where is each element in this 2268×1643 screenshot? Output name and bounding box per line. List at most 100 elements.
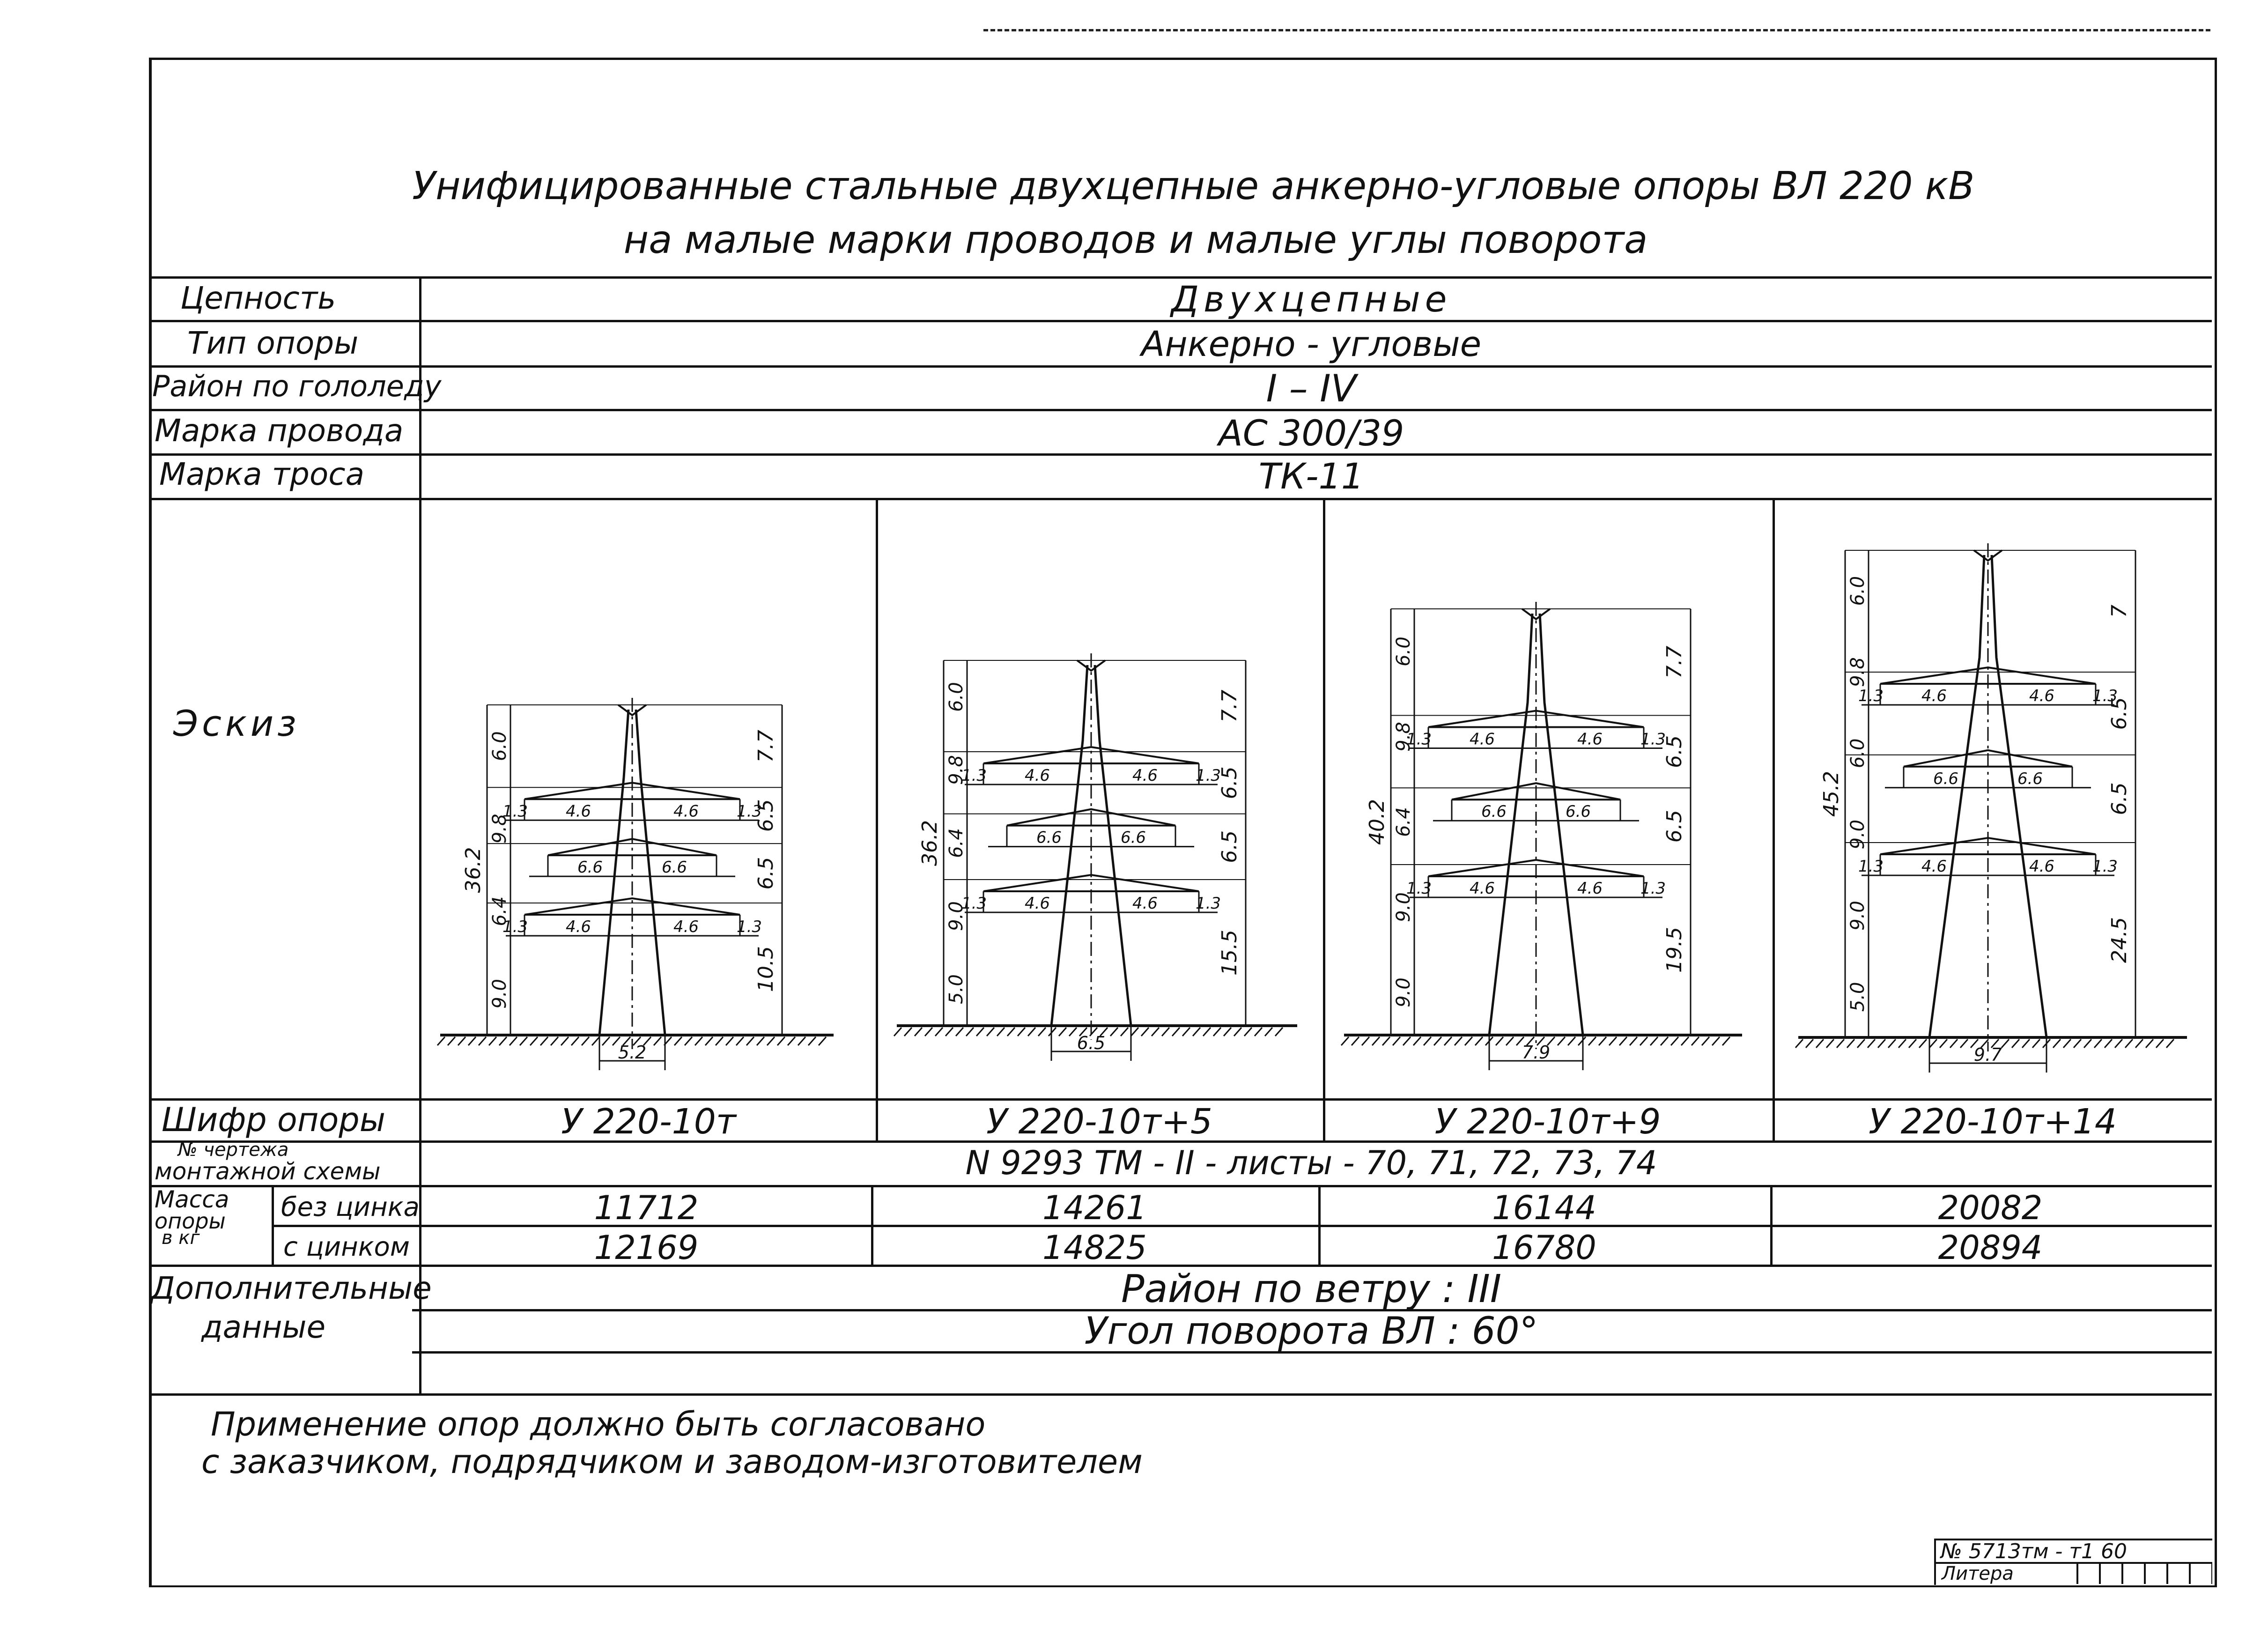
ground-hatch [1980, 1039, 1989, 1048]
ground-hatch [467, 1036, 477, 1046]
ground-hatch [1846, 1039, 1855, 1048]
column-divider [1323, 498, 1325, 1140]
left-dimension: 6.0 [1847, 739, 1869, 769]
ground-hatch [1908, 1039, 1917, 1048]
ground-hatch [1670, 1036, 1679, 1046]
arm-dimension: 6.6 [1566, 802, 1591, 821]
ground-hatch [509, 1036, 518, 1046]
arm-dimension: 6.6 [1481, 802, 1507, 821]
crossarm-brace [1880, 666, 2096, 685]
left-dimension: 9.0 [1847, 901, 1869, 931]
table-rule [149, 276, 2212, 279]
ground-hatch [1505, 1036, 1514, 1046]
ground-hatch [684, 1036, 693, 1046]
left-dimension: 6.0 [1847, 576, 1869, 606]
ground-hatch [1151, 1027, 1160, 1036]
ground-hatch [2083, 1039, 2092, 1048]
ground-hatch [436, 1036, 446, 1046]
ground-hatch [622, 1036, 631, 1046]
base-dimension: 6.5 [1077, 1033, 1105, 1053]
ground-hatch [2073, 1039, 2082, 1048]
ground-hatch [529, 1036, 539, 1046]
ground-hatch [1017, 1027, 1026, 1036]
arm-dimension: 4.6 [1132, 766, 1158, 785]
ground-hatch [903, 1027, 913, 1036]
label-wire: Марка провода [155, 413, 404, 449]
ground-hatch [1721, 1036, 1731, 1046]
label-mass-3: в кг [162, 1227, 200, 1249]
ground-hatch [498, 1036, 508, 1046]
ground-hatch [673, 1036, 683, 1046]
ground-hatch [1795, 1039, 1804, 1048]
ground-hatch [1233, 1027, 1242, 1036]
ground-hatch [1680, 1036, 1690, 1046]
right-dimension: 6.5 [1218, 830, 1241, 863]
ground-hatch [766, 1036, 776, 1046]
ground-hatch [1711, 1036, 1721, 1046]
ground-hatch [581, 1036, 590, 1046]
ground-hatch [1412, 1036, 1422, 1046]
height-dimension: 45.2 [1819, 771, 1843, 817]
height-dimension: 40.2 [1365, 799, 1389, 845]
ground-hatch [1264, 1027, 1273, 1036]
ground-hatch [632, 1036, 642, 1046]
value-type: Анкерно - угловые [1141, 324, 1482, 364]
ground-hatch [945, 1027, 954, 1036]
arm-dimension: 4.6 [566, 802, 591, 821]
table-rule [149, 1393, 2212, 1396]
table-rule [272, 1225, 2212, 1227]
ground-hatch [601, 1036, 611, 1046]
arm-dimension: 4.6 [1470, 879, 1495, 898]
tower-leg [1990, 555, 2048, 1038]
right-dimension: 7 [2107, 605, 2131, 618]
ground-hatch [2135, 1039, 2144, 1048]
arm-dimension: 1.3 [502, 918, 528, 936]
ground-hatch [1836, 1039, 1845, 1048]
base-dimension: 9.7 [1974, 1044, 2002, 1065]
ground-hatch [1161, 1027, 1170, 1036]
left-dimension: 5.0 [946, 974, 967, 1004]
tower-peak [617, 704, 647, 717]
ground-hatch [1639, 1036, 1648, 1046]
arm-dimension: 1.3 [1406, 879, 1432, 898]
ground-hatch [2011, 1039, 2020, 1048]
ground-hatch [457, 1036, 466, 1046]
ground-hatch [488, 1036, 497, 1046]
label-sketch: Эскиз [173, 703, 300, 744]
tower-leg [1050, 665, 1089, 1026]
ground-hatch [1649, 1036, 1659, 1046]
label-zinc: с цинком [283, 1232, 410, 1262]
ground-hatch [1340, 1036, 1350, 1046]
ground-hatch [735, 1036, 745, 1046]
mass-zinc: 12169 [594, 1229, 699, 1267]
ground-hatch [2114, 1039, 2123, 1048]
left-dimension: 9.8 [1393, 722, 1414, 752]
ground-hatch [1212, 1027, 1222, 1036]
tower-code: У 220-10т+5 [986, 1102, 1212, 1142]
crossarm-brace [983, 873, 1199, 892]
ground-hatch [756, 1036, 765, 1046]
right-dimension: 7.7 [1218, 690, 1241, 723]
ground-hatch [1202, 1027, 1212, 1036]
ground-hatch [1464, 1036, 1473, 1046]
ground-hatch [1526, 1036, 1535, 1046]
ground-hatch [1805, 1039, 1814, 1048]
ground-hatch [1588, 1036, 1597, 1046]
table-rule [412, 1309, 2212, 1311]
right-dimension: 24.5 [2107, 917, 2131, 963]
ground-hatch [2021, 1039, 2031, 1048]
ground-hatch [1443, 1036, 1453, 1046]
ground-hatch [2155, 1039, 2165, 1048]
ground-hatch [1990, 1039, 2000, 1048]
mass-zinc: 20894 [1938, 1229, 2043, 1267]
right-dimension: 6.5 [1662, 735, 1686, 768]
ground-hatch [1515, 1036, 1525, 1046]
ground-hatch [1171, 1027, 1181, 1036]
left-dimension: 6.0 [946, 682, 967, 712]
ground-hatch [746, 1036, 755, 1046]
ground-hatch [643, 1036, 652, 1046]
ground-hatch [704, 1036, 714, 1046]
left-dimension: 9.8 [489, 814, 510, 844]
title-line-1: Унифицированные стальные двухцепные анке… [412, 164, 1975, 208]
column-divider [1318, 1185, 1321, 1265]
